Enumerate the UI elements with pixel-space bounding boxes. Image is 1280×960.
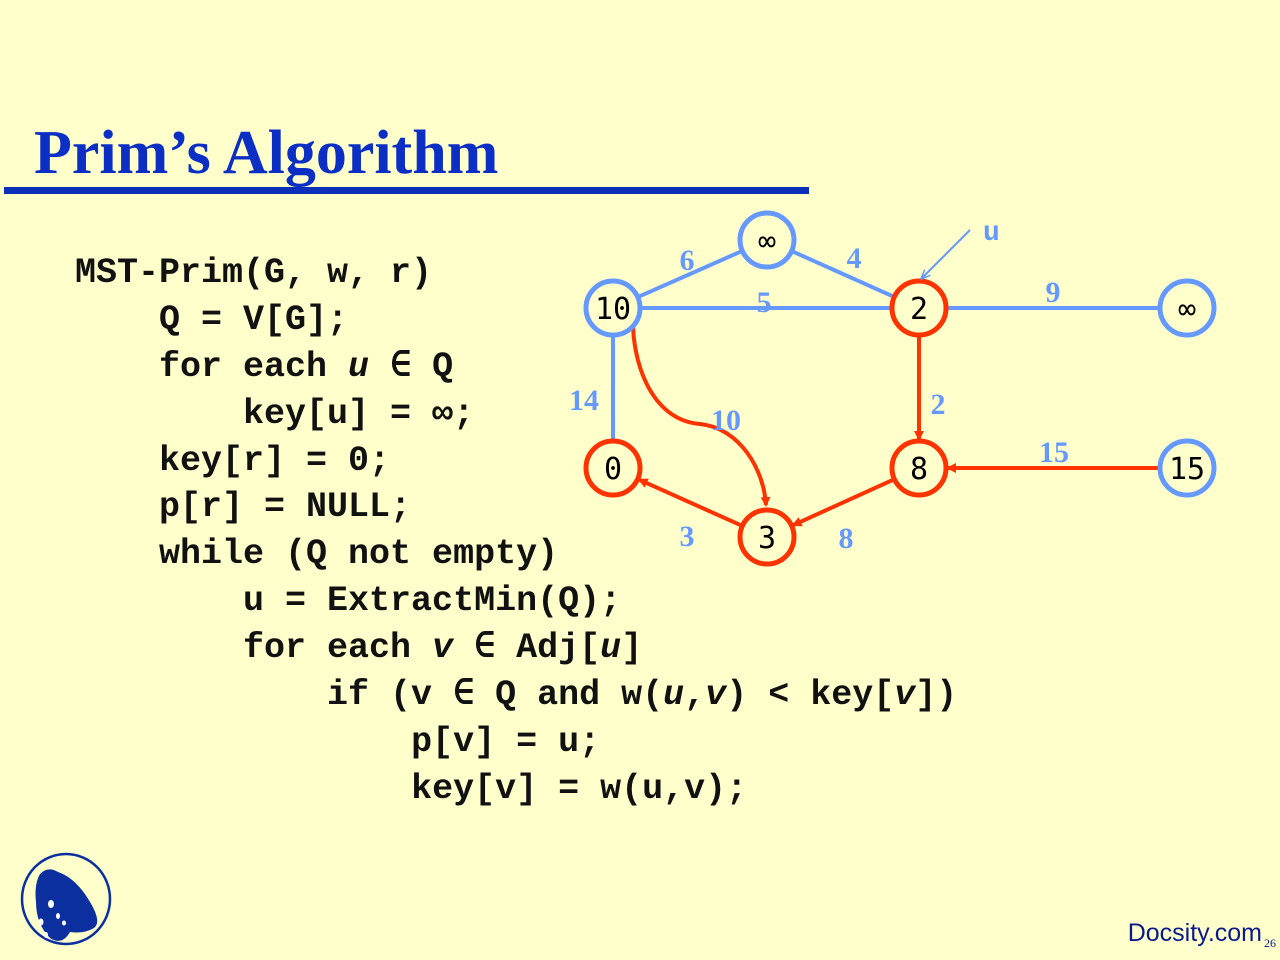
graph-node: [583, 278, 643, 338]
edge-weight-label: 5: [757, 286, 772, 319]
code-token: u: [600, 628, 622, 669]
code-token: v: [894, 675, 916, 716]
graph-node: [1157, 278, 1217, 338]
graph-node: [737, 210, 797, 270]
edge-weight-label: 2: [931, 388, 946, 421]
code-token: for each: [159, 346, 349, 387]
code-token: MST-Prim(G, w, r): [75, 253, 433, 293]
code-token: ]: [621, 628, 643, 669]
node-key-label: ∞: [1178, 292, 1196, 327]
edge-weight-label: 3: [680, 520, 695, 553]
code-token: if (v ∈ Q and w(: [327, 675, 664, 716]
code-token: ,: [684, 675, 706, 716]
slide-title: Prim’s Algorithm: [34, 119, 499, 187]
code-token: v: [432, 628, 454, 669]
code-line: while (Q not empty): [75, 531, 957, 578]
university-logo: [20, 852, 112, 946]
code-token: u = ExtractMin(Q);: [243, 581, 622, 622]
node-key-label: 0: [604, 452, 622, 487]
graph-node: [889, 278, 949, 338]
code-line: u = ExtractMin(Q);: [75, 578, 957, 625]
edge-b-c: [789, 248, 897, 300]
code-line: for each v ∈ Adj[u]: [75, 625, 957, 672]
graph-node: [583, 438, 643, 498]
code-line: key[u] = ∞;: [75, 391, 957, 438]
graph-node: [737, 507, 797, 567]
code-token: key[r] = 0;: [159, 440, 391, 481]
code-token: u: [663, 675, 685, 716]
title-underline: [4, 187, 809, 194]
code-token: ∈ Q: [369, 346, 454, 387]
edge-weight-label: 4: [847, 242, 862, 275]
edge-weight-label: 8: [839, 522, 854, 555]
code-token: v: [705, 675, 727, 716]
code-line: p[v] = u;: [75, 719, 957, 766]
edge-weight-label: 15: [1039, 436, 1069, 469]
edge-a-b: [635, 248, 745, 300]
code-token: ∈ Adj[: [453, 628, 601, 669]
edge-f-e: [637, 478, 744, 528]
code-token: for each: [243, 628, 433, 669]
node-key-label: 15: [1169, 452, 1205, 487]
page-number: 26: [1264, 936, 1276, 950]
code-line: key[v] = w(u,v);: [75, 766, 957, 813]
code-token: u: [348, 346, 370, 387]
pseudocode-block: MST-Prim(G, w, r) Q = V[G]; for each u ∈…: [75, 250, 957, 813]
code-token: key[u] = ∞;: [243, 393, 475, 434]
edge-weight-label: 14: [569, 384, 599, 417]
code-line: for each u ∈ Q: [75, 344, 957, 391]
code-token: p[v] = u;: [411, 721, 601, 762]
node-key-label: 3: [758, 521, 776, 556]
graph-node: [889, 438, 949, 498]
code-line: MST-Prim(G, w, r): [75, 250, 957, 297]
edge-a-f: [630, 317, 771, 507]
node-key-label: 8: [910, 452, 928, 487]
pointer-label: u: [983, 218, 1000, 249]
node-key-label: 2: [910, 292, 928, 327]
brand-watermark: Docsity.com: [1127, 919, 1262, 947]
node-key-label: ∞: [758, 224, 776, 259]
node-key-label: 10: [595, 292, 631, 327]
edge-weight-label: 10: [711, 404, 741, 437]
graph-node: [1157, 438, 1217, 498]
edge-weight-label: 6: [680, 244, 695, 277]
code-token: while (Q not empty): [159, 534, 559, 575]
edge-weight-label: 9: [1046, 276, 1061, 309]
code-line: Q = V[G];: [75, 297, 957, 344]
pointer-arrow: [922, 229, 971, 278]
code-token: ]): [915, 675, 958, 716]
code-line: p[r] = NULL;: [75, 484, 957, 531]
edge-g-f: [791, 477, 896, 527]
code-token: Q = V[G];: [159, 299, 349, 340]
code-line: if (v ∈ Q and w(u,v) < key[v]): [75, 672, 957, 719]
code-token: p[r] = NULL;: [159, 487, 412, 528]
code-token: ) < key[: [726, 675, 895, 716]
code-token: key[v] = w(u,v);: [411, 768, 748, 809]
code-line: key[r] = 0;: [75, 438, 957, 485]
